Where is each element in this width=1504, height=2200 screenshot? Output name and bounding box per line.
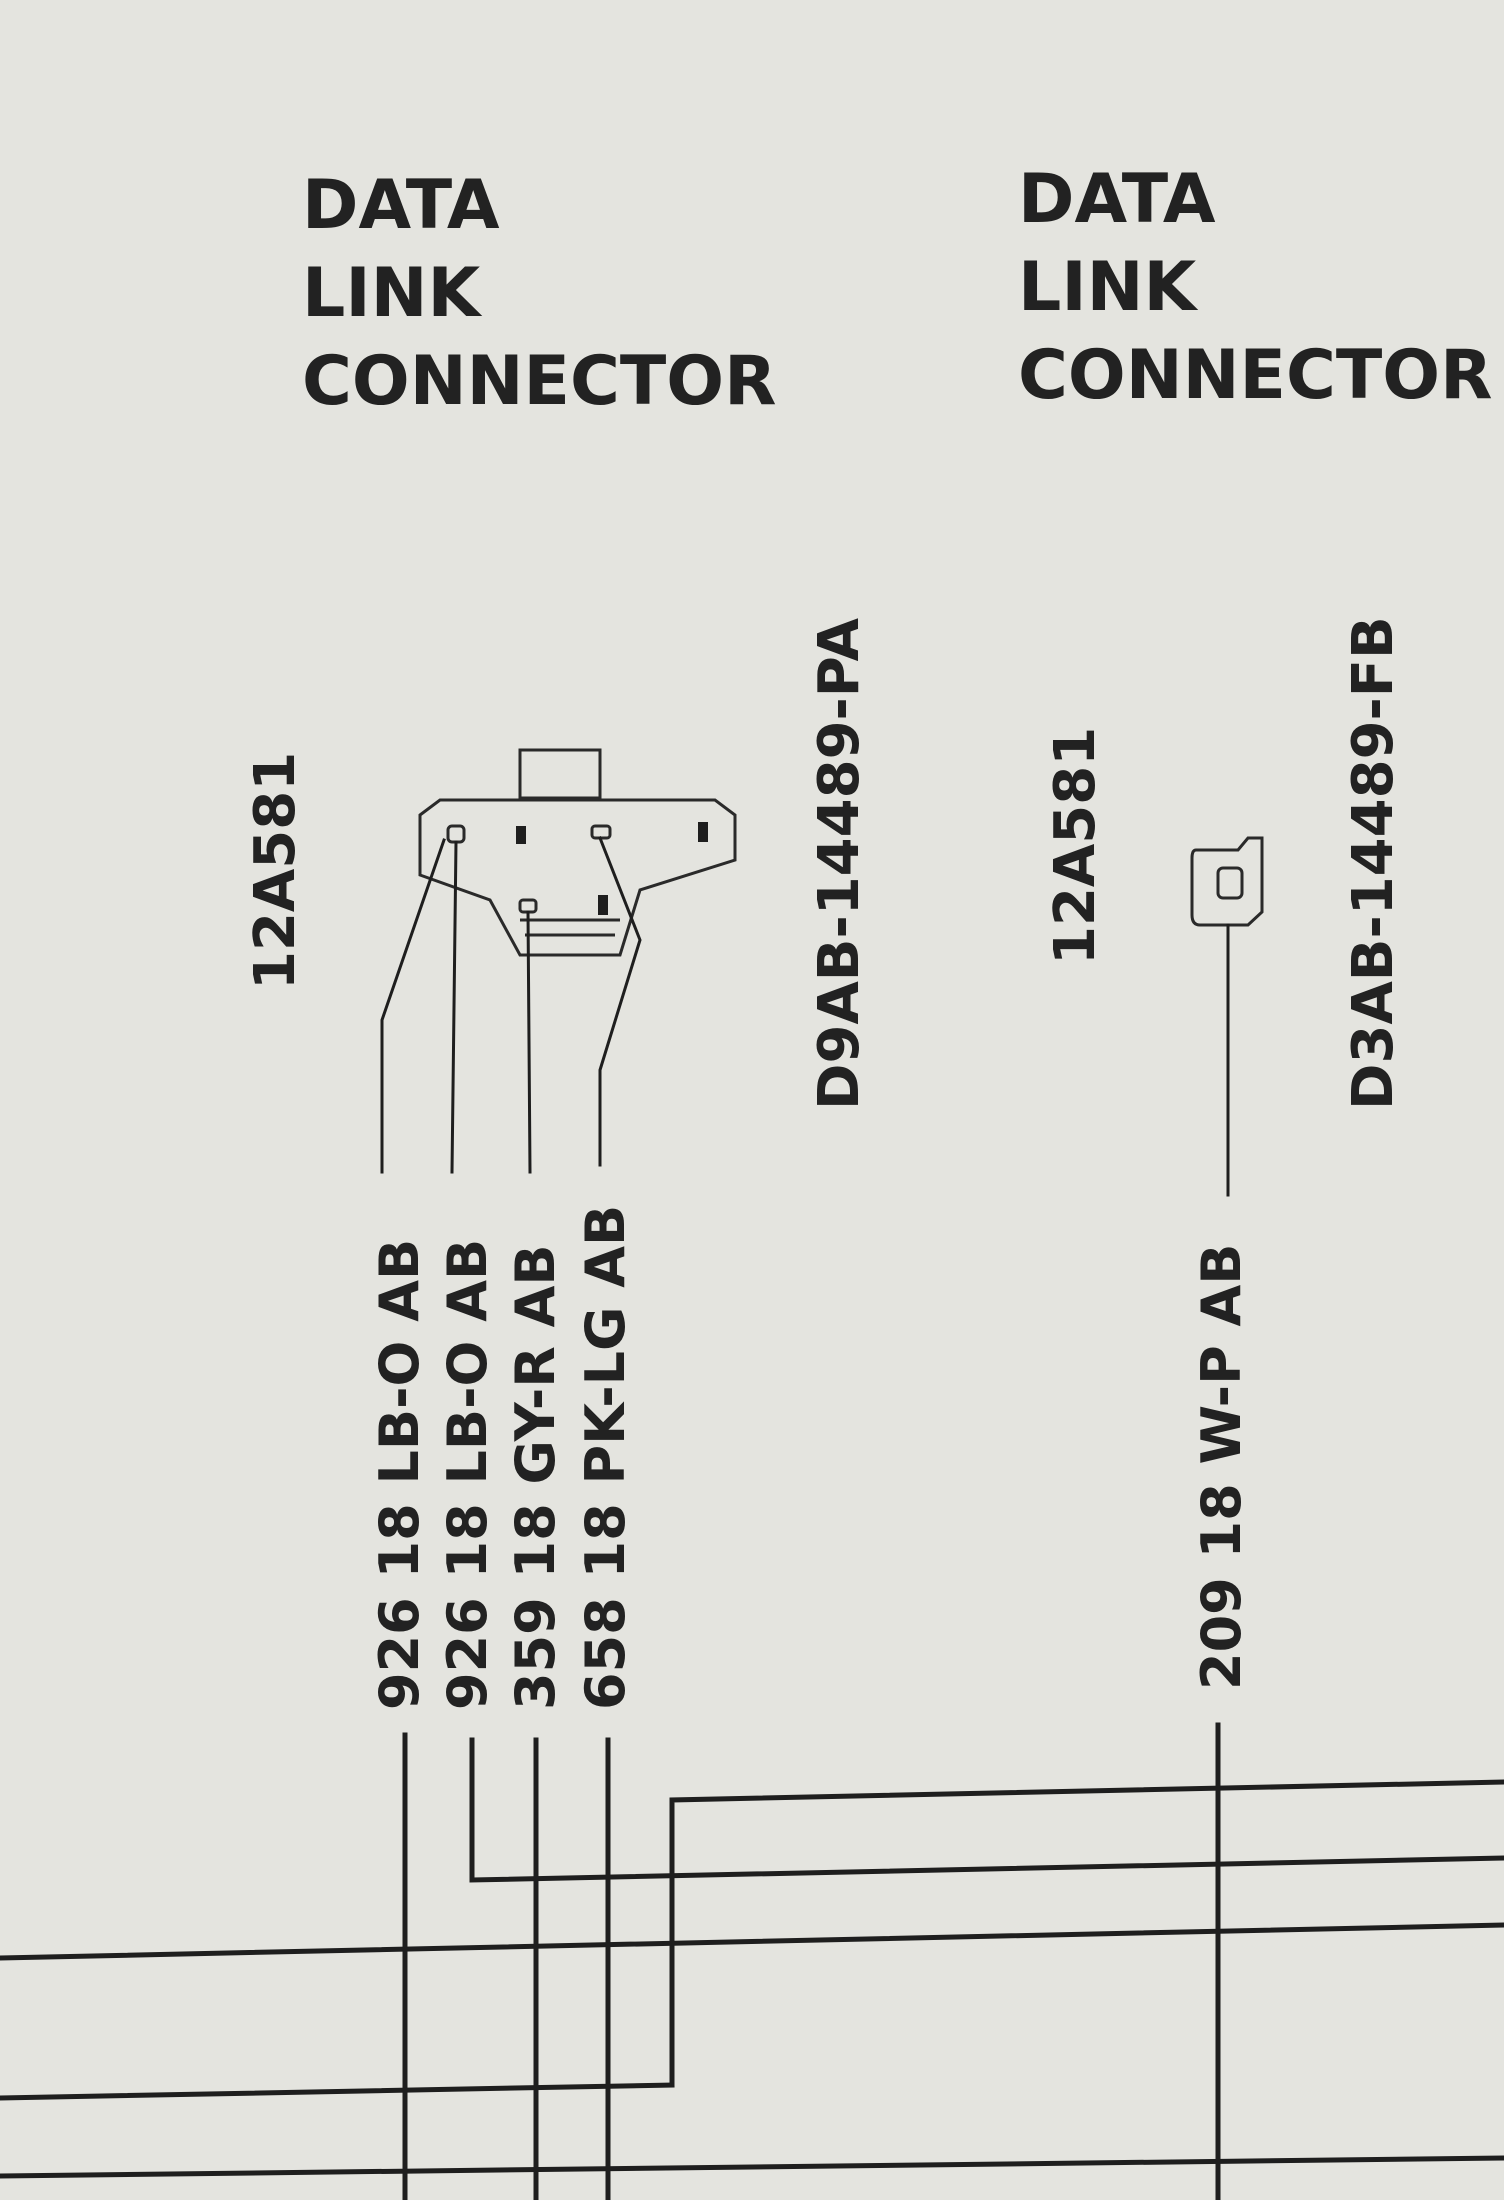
right-title-line-2: LINK bbox=[1018, 248, 1199, 327]
pin-socket-icon bbox=[590, 824, 612, 840]
right-title-line-3: CONNECTOR bbox=[1018, 336, 1492, 415]
bus-line bbox=[0, 2155, 1504, 2179]
left-connector-shape bbox=[418, 748, 737, 957]
leader-line-1 bbox=[380, 838, 446, 1174]
leader-line-3 bbox=[526, 910, 532, 1174]
right-part-number: D3AB-14489-FB bbox=[1341, 616, 1406, 1110]
pin-socket-icon bbox=[1216, 866, 1244, 900]
wire-926-b bbox=[469, 1737, 1504, 1883]
leader-line-4 bbox=[598, 836, 642, 1167]
left-part-number: D9AB-14489-PA bbox=[807, 617, 872, 1110]
pin-solid-icon bbox=[516, 826, 526, 844]
wire-label-row: 926 18 LB-O AB bbox=[436, 1239, 499, 1710]
wire-label-row: 359 18 GY-R AB bbox=[504, 1244, 567, 1710]
left-title-line-3: CONNECTOR bbox=[302, 342, 776, 421]
right-title-line-1: DATA bbox=[1018, 160, 1216, 239]
left-title-line-1: DATA bbox=[302, 166, 500, 245]
bus-line bbox=[0, 1922, 1504, 1961]
left-component-number: 12A581 bbox=[243, 752, 308, 990]
right-component-number: 12A581 bbox=[1043, 727, 1108, 965]
bus-line bbox=[0, 2082, 675, 2101]
wire-658-branch bbox=[669, 1779, 1504, 2088]
pin-socket-icon bbox=[518, 898, 538, 914]
leader-line-2 bbox=[450, 840, 458, 1174]
wire-label-row: 926 18 LB-O AB bbox=[368, 1239, 431, 1710]
right-connector-shape bbox=[1190, 836, 1264, 927]
pin-solid-icon bbox=[698, 822, 708, 842]
pin-socket-icon bbox=[446, 824, 466, 844]
wire-label-row: 209 18 W-P AB bbox=[1190, 1244, 1253, 1690]
wire-label-row: 658 18 PK-LG AB bbox=[574, 1205, 637, 1710]
pin-solid-icon bbox=[598, 895, 608, 915]
left-title-line-2: LINK bbox=[302, 254, 483, 333]
